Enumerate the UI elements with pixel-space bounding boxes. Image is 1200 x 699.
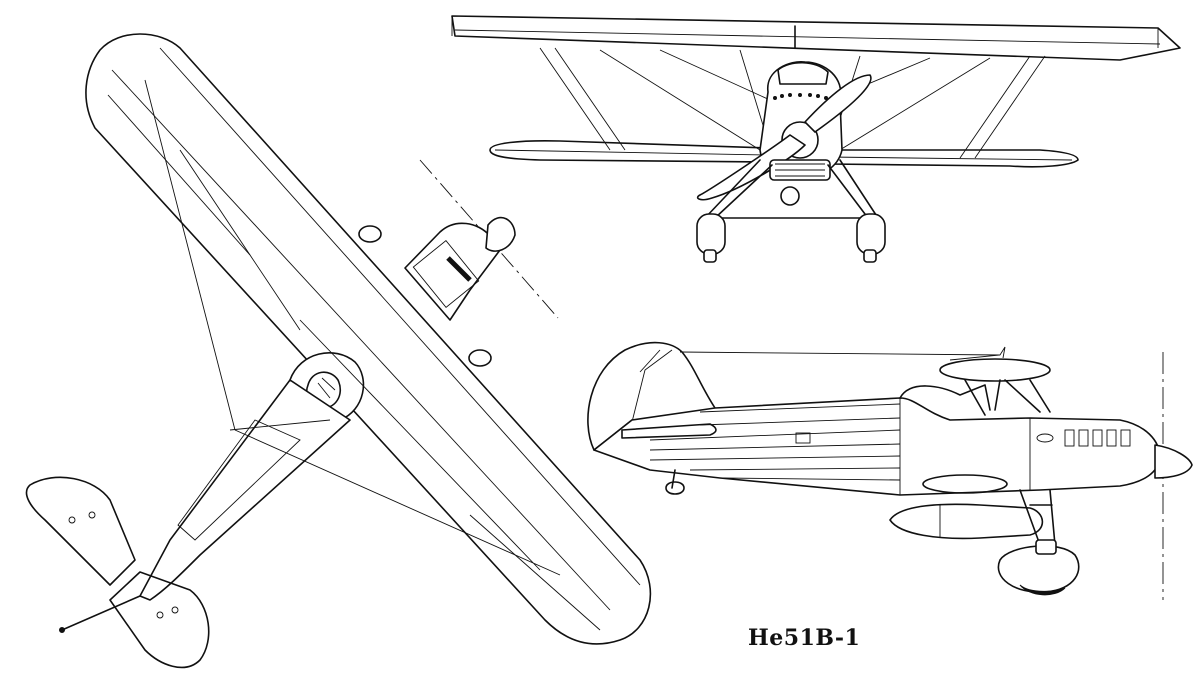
plan-fuselage [139,379,351,601]
side-drop-tank [889,503,1044,540]
front-lower-wing-left [489,140,769,163]
plan-spinner [485,216,516,252]
side-fuselage [593,397,1161,496]
plan-pod-1 [358,225,382,243]
front-wheel-left [696,213,726,255]
front-upper-wing [451,15,1181,61]
side-upper-wing [939,358,1051,382]
plan-engine-cowling [404,222,501,321]
side-cabane-struts [964,379,1051,416]
side-main-gear [1019,489,1056,546]
side-fin-rudder [587,341,716,451]
side-spinner [1154,444,1193,479]
front-gear-legs [704,159,879,219]
front-wheel-right [856,213,886,255]
plan-upper-wing [85,33,652,645]
side-view [587,341,1193,600]
plan-tailplane-right [109,571,210,669]
front-struts [539,47,1046,159]
aircraft-designation-label: He51B-1 [748,625,861,651]
plan-bracing-wires [144,79,561,576]
side-tailplane [621,423,717,439]
front-view [451,15,1181,263]
plan-pod-2 [468,349,492,367]
side-tailwheel [665,469,685,495]
plan-view [25,33,652,669]
side-main-wheel [997,545,1080,593]
plan-tailplane-left [25,476,136,586]
side-lower-wing [922,474,1008,494]
